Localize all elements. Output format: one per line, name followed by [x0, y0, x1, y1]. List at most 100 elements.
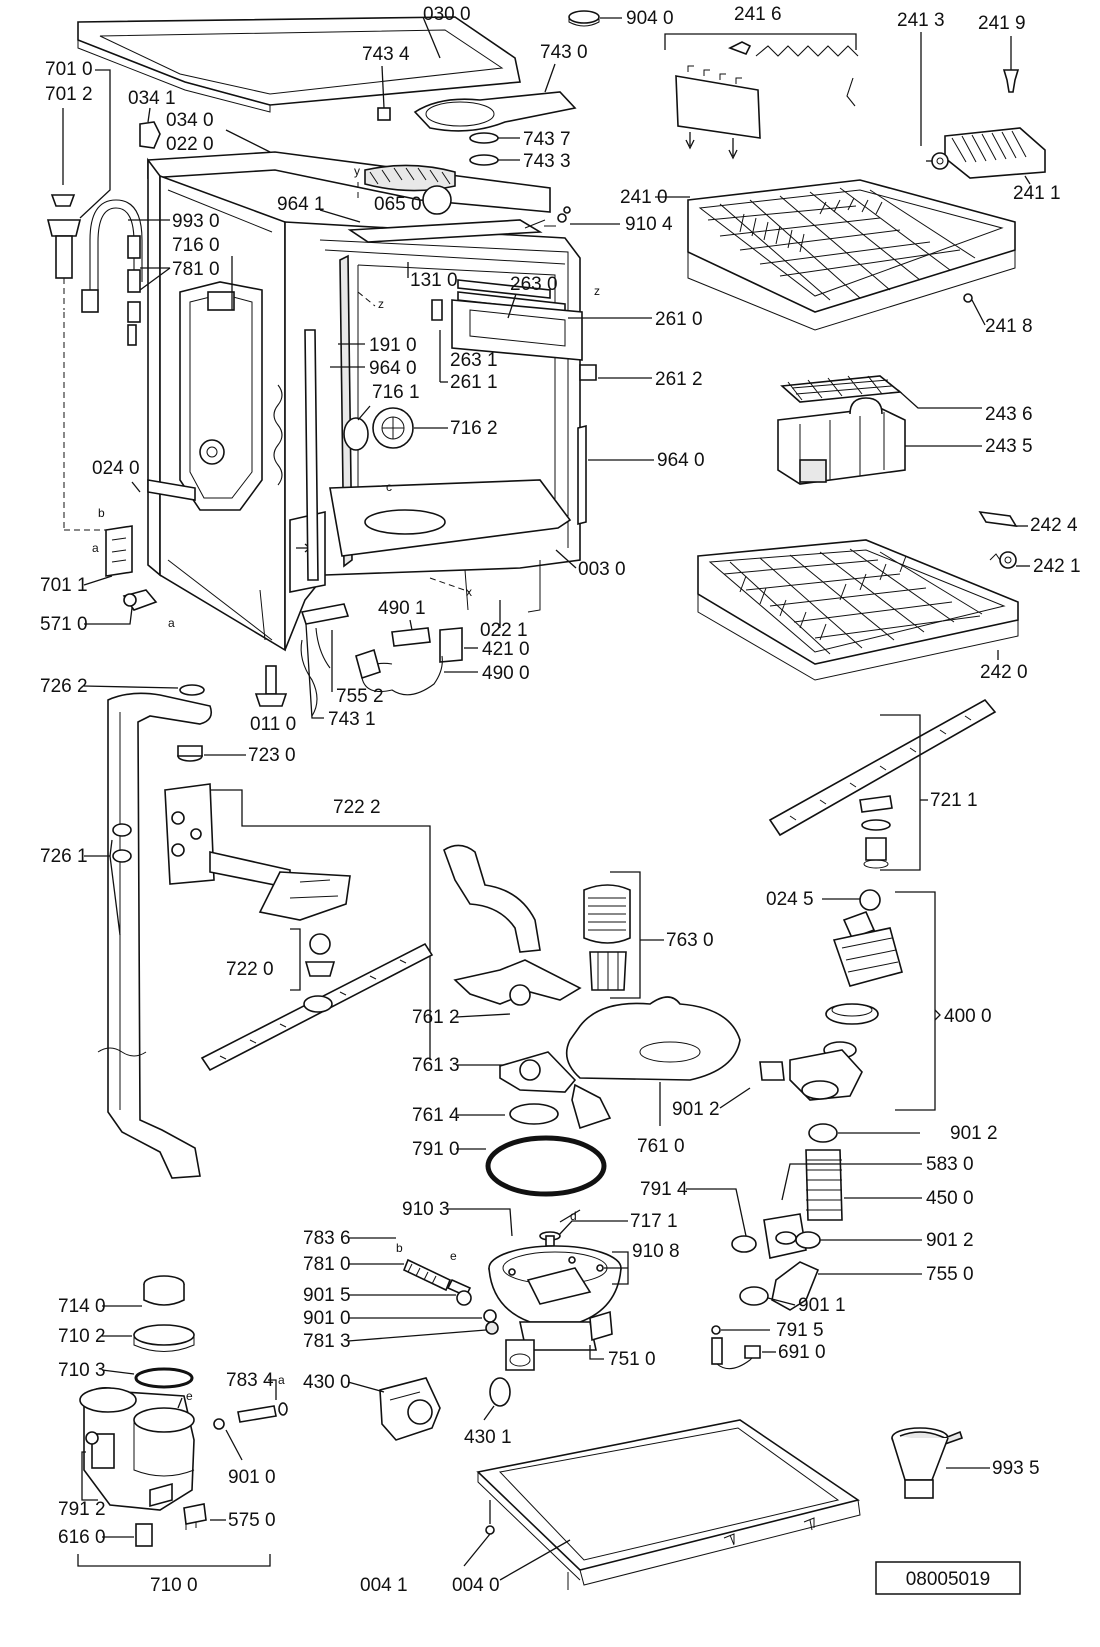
cap-717-1 [539, 1231, 561, 1247]
label-901-0-a: 901 0 [303, 1308, 351, 1329]
label-743-4: 743 4 [362, 44, 410, 65]
label-701-2: 701 2 [45, 84, 93, 105]
label-241-6: 241 6 [734, 4, 782, 25]
clip-901-0-a [483, 1309, 497, 1323]
label-901-5: 901 5 [303, 1285, 351, 1306]
label-242-1: 242 1 [1033, 556, 1081, 577]
letter-e-1: e [450, 1249, 457, 1263]
label-490-0: 490 0 [482, 663, 530, 684]
clip-901-5 [456, 1290, 472, 1306]
label-964-0-b: 964 0 [657, 450, 705, 471]
label-743-1: 743 1 [328, 709, 376, 730]
label-575-0: 575 0 [228, 1510, 276, 1531]
clamp-901-1 [739, 1286, 769, 1306]
label-901-2-a: 901 2 [672, 1099, 720, 1120]
cutlery-basket-243-5 [777, 375, 906, 485]
lower-spray-arm [200, 942, 434, 1072]
label-761-2: 761 2 [412, 1007, 460, 1028]
cup-rack-241-1 [926, 127, 1046, 185]
cabinet [147, 151, 597, 652]
valve-583-0 [763, 1213, 807, 1259]
label-022-1: 022 1 [480, 620, 528, 641]
label-004-1: 004 1 [360, 1575, 408, 1596]
label-241-0: 241 0 [620, 187, 668, 208]
label-910-8: 910 8 [632, 1241, 680, 1262]
label-241-3: 241 3 [897, 10, 945, 31]
label-030-0: 030 0 [423, 4, 471, 25]
letter-e-2: e [186, 1389, 193, 1403]
hose-783-4 [237, 1402, 288, 1423]
sump-751-0 [488, 1245, 622, 1371]
washer-024-5 [859, 889, 881, 911]
nut-743-3 [469, 154, 499, 166]
label-490-1: 490 1 [378, 598, 426, 619]
seal-710-3 [134, 1367, 194, 1389]
upper-basket-241-0 [687, 179, 1016, 331]
lower-basket-242-0 [697, 539, 1019, 681]
label-743-7: 743 7 [523, 129, 571, 150]
label-241-9: 241 9 [978, 13, 1026, 34]
label-004-0: 004 0 [452, 1575, 500, 1596]
label-131-0: 131 0 [410, 270, 458, 291]
cap-714-0 [143, 1275, 185, 1306]
label-430-0: 430 0 [303, 1372, 351, 1393]
label-701-1: 701 1 [40, 575, 88, 596]
label-761-4: 761 4 [412, 1105, 460, 1126]
funnel-993-5 [891, 1427, 964, 1499]
label-261-0: 261 0 [655, 309, 703, 330]
letter-a-1: a [92, 541, 99, 555]
label-242-4: 242 4 [1030, 515, 1078, 536]
nut-710-2 [133, 1324, 195, 1352]
cap-904-0 [568, 10, 622, 27]
letter-z-1: z [378, 297, 384, 311]
door-switch-490-1 [355, 627, 463, 696]
seal-726-2 [179, 684, 205, 696]
label-263-0: 263 0 [510, 274, 558, 295]
hose-781-0 [402, 1258, 472, 1298]
label-034-1: 034 1 [128, 88, 176, 109]
seal-716-1 [343, 417, 369, 451]
label-781-0-a: 781 0 [172, 259, 220, 280]
elbow-755-0 [771, 1261, 820, 1311]
label-781-0-b: 781 0 [303, 1254, 351, 1275]
label-716-0: 716 0 [172, 235, 220, 256]
wheel-242-1 [989, 551, 1017, 569]
label-904-0: 904 0 [626, 8, 674, 29]
switch-616-0 [135, 1523, 153, 1547]
letter-a-3: a [278, 1373, 285, 1387]
label-763-0: 763 0 [666, 930, 714, 951]
label-721-1: 721 1 [930, 790, 978, 811]
label-243-5: 243 5 [985, 436, 1033, 457]
label-722-0: 722 0 [226, 959, 274, 980]
label-710-3: 710 3 [58, 1360, 106, 1381]
fitting-701-2 [46, 194, 82, 310]
label-034-0: 034 0 [166, 110, 214, 131]
label-261-1: 261 1 [450, 372, 498, 393]
clip-901-2-c [795, 1231, 821, 1249]
sensor-691-0 [711, 1337, 761, 1370]
screw-004-1 [485, 1525, 495, 1535]
label-191-0: 191 0 [369, 335, 417, 356]
seal-430-1 [489, 1377, 511, 1407]
label-761-3: 761 3 [412, 1055, 460, 1076]
label-616-0: 616 0 [58, 1527, 106, 1548]
clip-901-0-b [213, 1418, 225, 1430]
label-791-0: 791 0 [412, 1139, 460, 1160]
letter-y-1: y [354, 164, 360, 178]
letter-z-2: z [594, 284, 600, 298]
label-993-0: 993 0 [172, 211, 220, 232]
label-791-5: 791 5 [776, 1320, 824, 1341]
label-716-1: 716 1 [372, 382, 420, 403]
label-583-0: 583 0 [926, 1154, 974, 1175]
label-714-0: 714 0 [58, 1296, 106, 1317]
filter-763-0 [583, 884, 631, 991]
lower-arm-support-722-2 [164, 783, 351, 977]
upper-spray-arm-721-1 [768, 698, 997, 869]
letter-b-2: b [396, 1241, 403, 1255]
label-430-1: 430 1 [464, 1427, 512, 1448]
label-783-6: 783 6 [303, 1228, 351, 1249]
worktop-030-0 [77, 16, 521, 113]
foot-011-0 [254, 665, 288, 707]
label-751-0: 751 0 [608, 1349, 656, 1370]
